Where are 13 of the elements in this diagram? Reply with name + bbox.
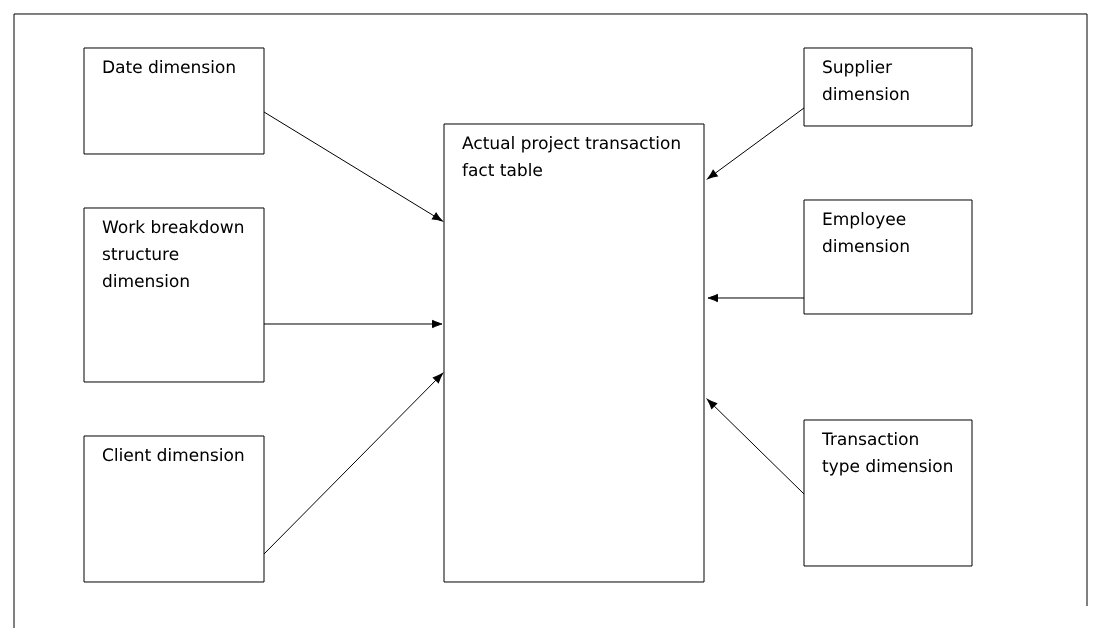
arrow (263, 372, 444, 555)
arrow (263, 111, 443, 222)
dimension-box: Date dimension (83, 47, 265, 155)
arrow (263, 319, 443, 329)
arrow (707, 107, 805, 180)
dimension-box: Supplier dimension (803, 47, 973, 127)
arrow (707, 398, 805, 495)
dimension-box: Employee dimension (803, 199, 973, 315)
fact-table-box: Actual project transaction fact table (443, 123, 705, 583)
arrow (707, 293, 805, 303)
dimension-box: Work breakdown structure dimension (83, 207, 265, 383)
dimension-box: Transaction type dimension (803, 419, 973, 567)
dimension-box: Client dimension (83, 435, 265, 583)
